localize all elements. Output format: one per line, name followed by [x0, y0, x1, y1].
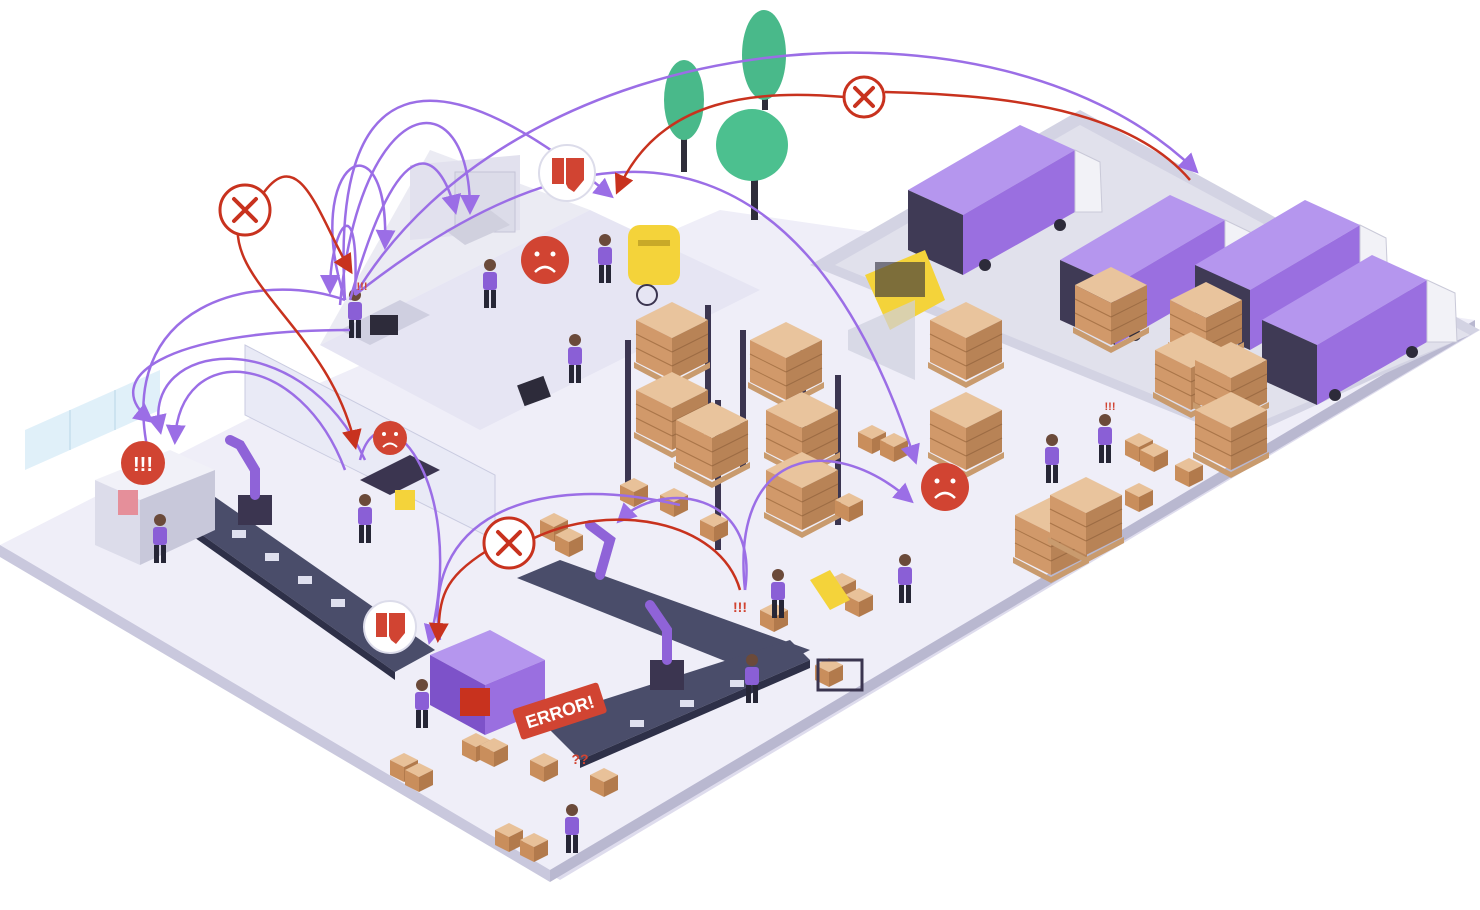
x-circle-icon — [218, 183, 272, 237]
forklift — [848, 250, 945, 380]
sad-face-icon — [921, 463, 969, 511]
confused-label: ?? — [571, 751, 588, 767]
glass-partition — [25, 370, 160, 470]
information-flow-arrows — [131, 51, 1199, 645]
x-circle-icon — [842, 75, 886, 119]
carts — [810, 570, 864, 692]
exclamation-icon: !!! — [1105, 401, 1116, 413]
mailbox — [628, 225, 680, 306]
truck-4 — [1262, 255, 1458, 405]
thumbs-down-icon — [363, 600, 417, 654]
office-room — [244, 150, 760, 541]
confused-marks: ?? — [571, 751, 588, 767]
thumbs-down-icon — [538, 144, 596, 202]
shelving-units — [625, 301, 841, 550]
x-circle-icon — [482, 516, 536, 570]
alert-label: !!! — [357, 281, 368, 293]
failure-arrows — [236, 90, 1191, 643]
exclamation-icon: !!! — [357, 281, 368, 293]
robot-arms — [225, 435, 684, 690]
alert-label: !!! — [733, 599, 747, 615]
trees — [664, 10, 788, 220]
alert-label: !!! — [1105, 401, 1116, 413]
exclamation-icon: !!! — [733, 599, 747, 615]
sad-face-icon — [521, 236, 569, 284]
exclamation-icon: !!! — [121, 441, 165, 485]
alert-label: !!! — [133, 454, 153, 476]
sad-face-icon — [373, 421, 407, 455]
